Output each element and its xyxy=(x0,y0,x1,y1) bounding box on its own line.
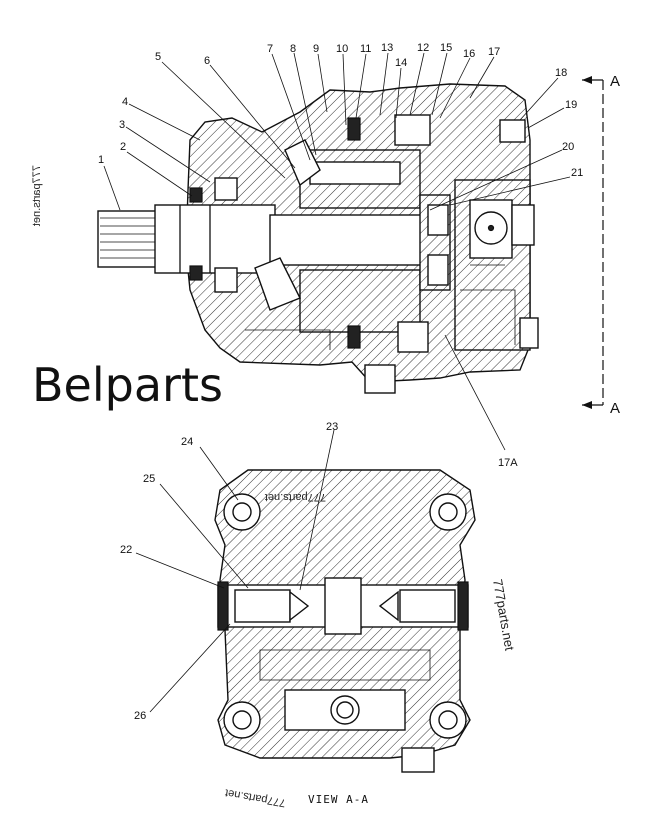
callout-9: 9 xyxy=(313,43,319,55)
watermark-bottom: 777parts.net xyxy=(224,786,286,808)
section-cut-line xyxy=(582,76,604,409)
callout-6: 6 xyxy=(204,55,210,67)
leader-lines-bottom xyxy=(135,429,335,713)
callout-20: 20 xyxy=(562,141,574,153)
callout-1: 1 xyxy=(98,154,104,166)
callout-19: 19 xyxy=(565,99,577,111)
watermark-left: 777parts.net xyxy=(31,165,43,226)
callout-23: 23 xyxy=(326,421,338,433)
callout-7: 7 xyxy=(267,43,273,55)
section-mark-bottom: A xyxy=(610,400,620,417)
shaft-splines xyxy=(100,217,155,259)
callout-4: 4 xyxy=(122,96,128,108)
watermark-right: 777parts.net xyxy=(490,578,517,652)
callouts-top: 1 2 3 4 5 6 7 8 9 10 11 13 14 12 15 16 1… xyxy=(98,42,583,469)
callout-17A: 17A xyxy=(498,457,518,469)
callout-16: 16 xyxy=(463,48,475,60)
callout-11: 11 xyxy=(360,43,371,55)
callout-18: 18 xyxy=(555,67,567,79)
callout-15: 15 xyxy=(440,42,452,54)
callout-26: 26 xyxy=(134,710,146,722)
pump-section-view xyxy=(97,83,539,394)
callout-13: 13 xyxy=(381,42,393,54)
callout-24: 24 xyxy=(181,436,193,448)
callouts-bottom: 22 23 24 25 26 xyxy=(120,421,338,722)
callout-3: 3 xyxy=(119,119,125,131)
view-title: VIEW A-A xyxy=(308,793,369,806)
section-mark-top: A xyxy=(610,73,620,90)
watermark-center: 777parts.net xyxy=(265,491,326,503)
view-a-a xyxy=(214,469,476,773)
callout-2: 2 xyxy=(120,141,126,153)
callout-21: 21 xyxy=(571,167,583,179)
callout-10: 10 xyxy=(336,43,348,55)
leader-lines-top xyxy=(103,52,571,451)
callout-12: 12 xyxy=(417,42,429,54)
callout-14: 14 xyxy=(395,57,407,69)
callout-22: 22 xyxy=(120,544,132,556)
callout-25: 25 xyxy=(143,473,155,485)
callout-5: 5 xyxy=(155,51,161,63)
callout-8: 8 xyxy=(290,43,296,55)
brand-label: Belparts xyxy=(32,358,223,412)
callout-17: 17 xyxy=(488,46,500,58)
